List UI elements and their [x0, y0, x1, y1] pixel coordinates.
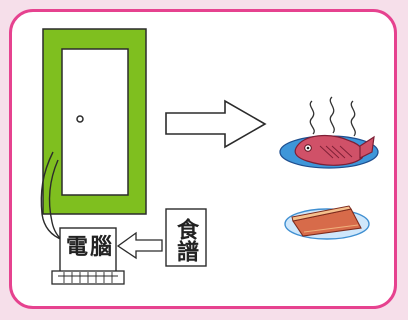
- cake-slice-icon: [285, 206, 369, 239]
- arrow-right-icon: [166, 101, 265, 147]
- door-icon: [43, 29, 146, 214]
- steam-icon: [310, 97, 355, 136]
- computer-label: 電腦: [66, 236, 114, 258]
- arrow-left-icon: [118, 233, 162, 258]
- fish-dish-icon: [280, 136, 378, 168]
- recipe-label: 食譜: [175, 218, 197, 262]
